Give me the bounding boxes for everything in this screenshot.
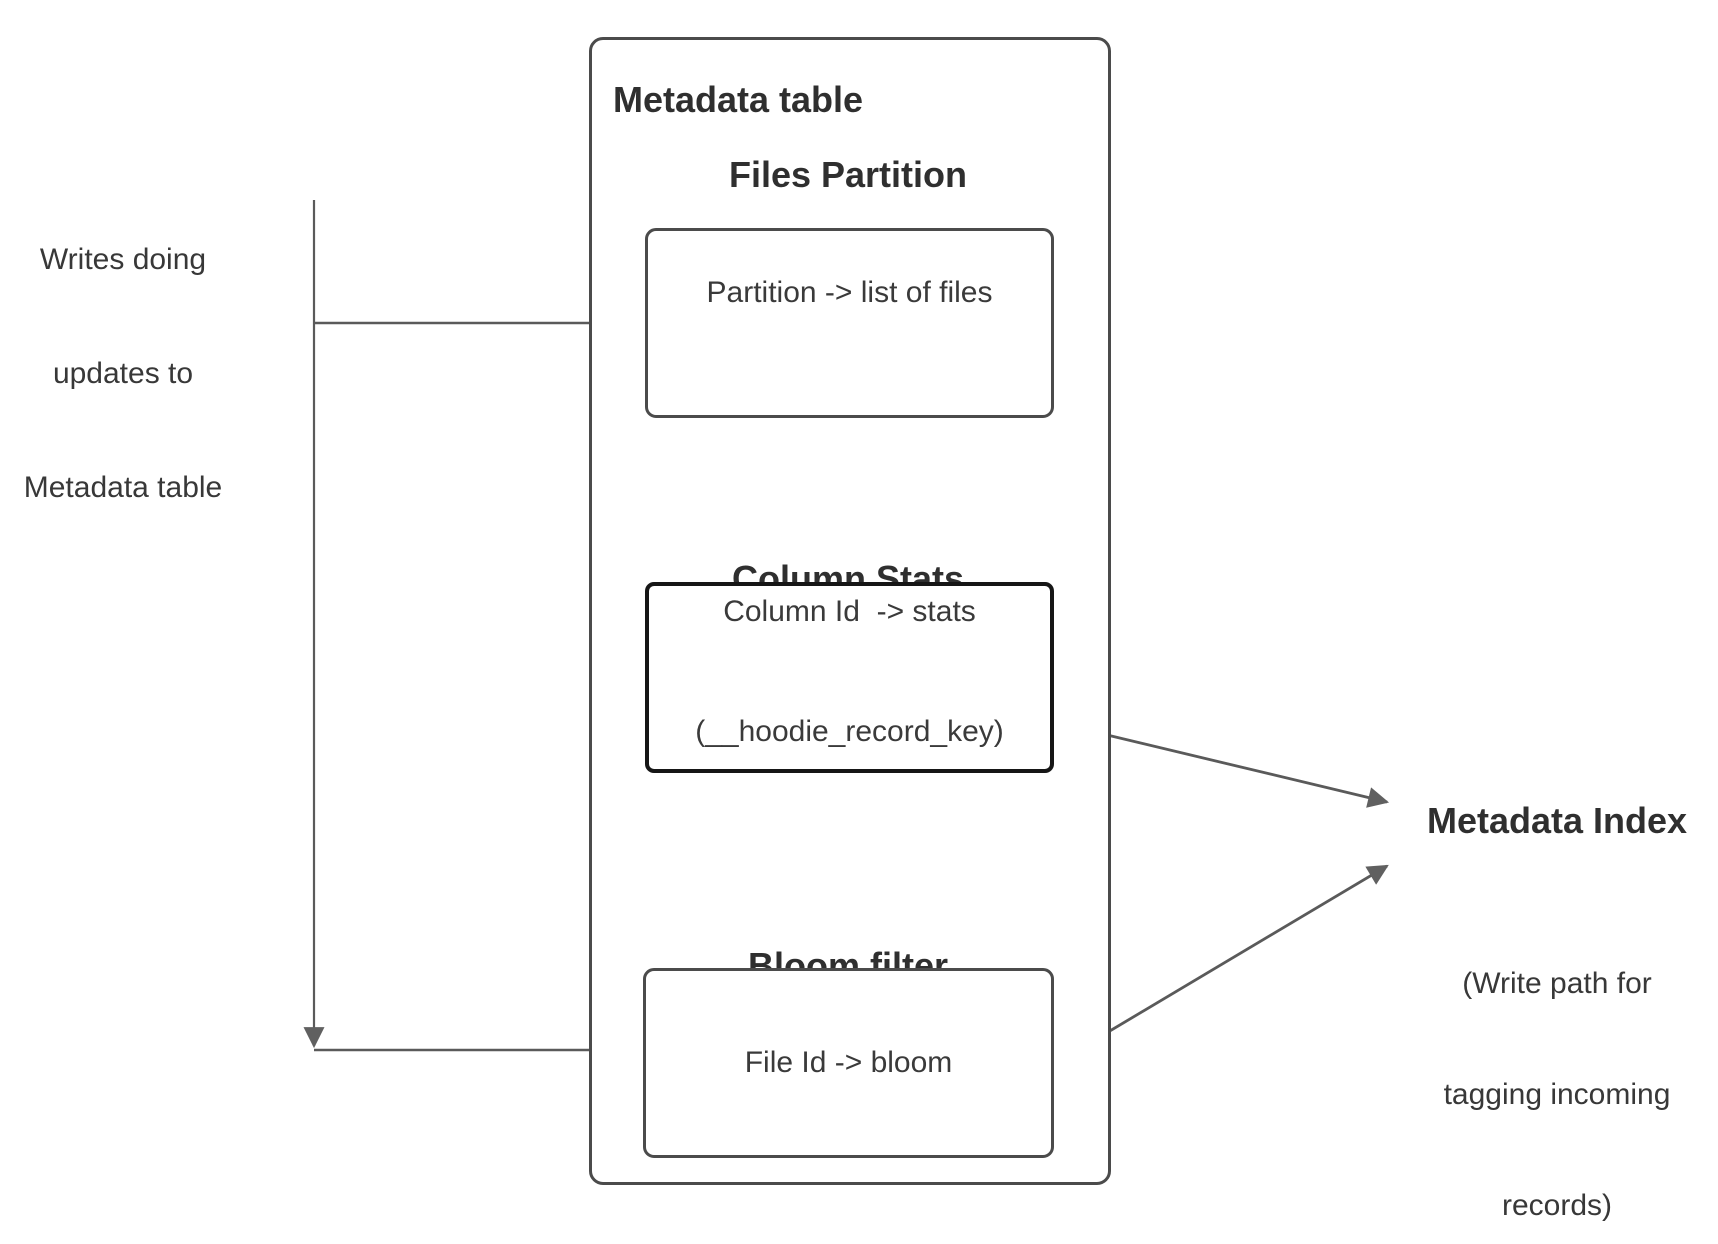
column-stats-label-line-2: (__hoodie_record_key): [695, 714, 1004, 748]
metadata-index-subtitle-line-1: (Write path for: [1462, 967, 1652, 1000]
bloom-filter-partition-box: File Id -> bloom: [643, 968, 1054, 1158]
metadata-table-title: Metadata table: [613, 79, 864, 120]
column-stats-label-line-1: Column Id -> stats: [723, 594, 976, 628]
metadata-index-subtitle: (Write path for tagging incoming records…: [1394, 891, 1718, 1244]
files-partition-heading: Files Partition: [728, 154, 968, 195]
metadata-index-subtitle-line-3: records): [1501, 1189, 1613, 1222]
column-stats-partition-box: Column Id -> stats (__hoodie_record_key): [645, 582, 1054, 773]
metadata-index-title: Metadata Index: [1426, 800, 1688, 841]
metadata-index-subtitle-line-2: tagging incoming: [1443, 1078, 1671, 1111]
files-partition-label: Partition -> list of files: [706, 276, 993, 309]
writes-note-line-1: Writes doing: [39, 243, 207, 276]
column-stats-partition-label: Column Id -> stats (__hoodie_record_key): [695, 512, 1004, 832]
bloom-to-index-arrow: [1055, 864, 1389, 1065]
writes-note-line-2: updates to: [52, 357, 194, 390]
writes-note-line-3: Metadata table: [23, 471, 223, 504]
writes-note: Writes doing updates to Metadata table: [6, 165, 240, 583]
files-partition-box: Partition -> list of files: [645, 228, 1054, 418]
column-stats-to-index-arrow: [1056, 721, 1390, 808]
bloom-filter-partition-label: File Id -> bloom: [744, 1046, 953, 1079]
metadata-table-container: Metadata table Files Partition Partition…: [589, 37, 1111, 1185]
